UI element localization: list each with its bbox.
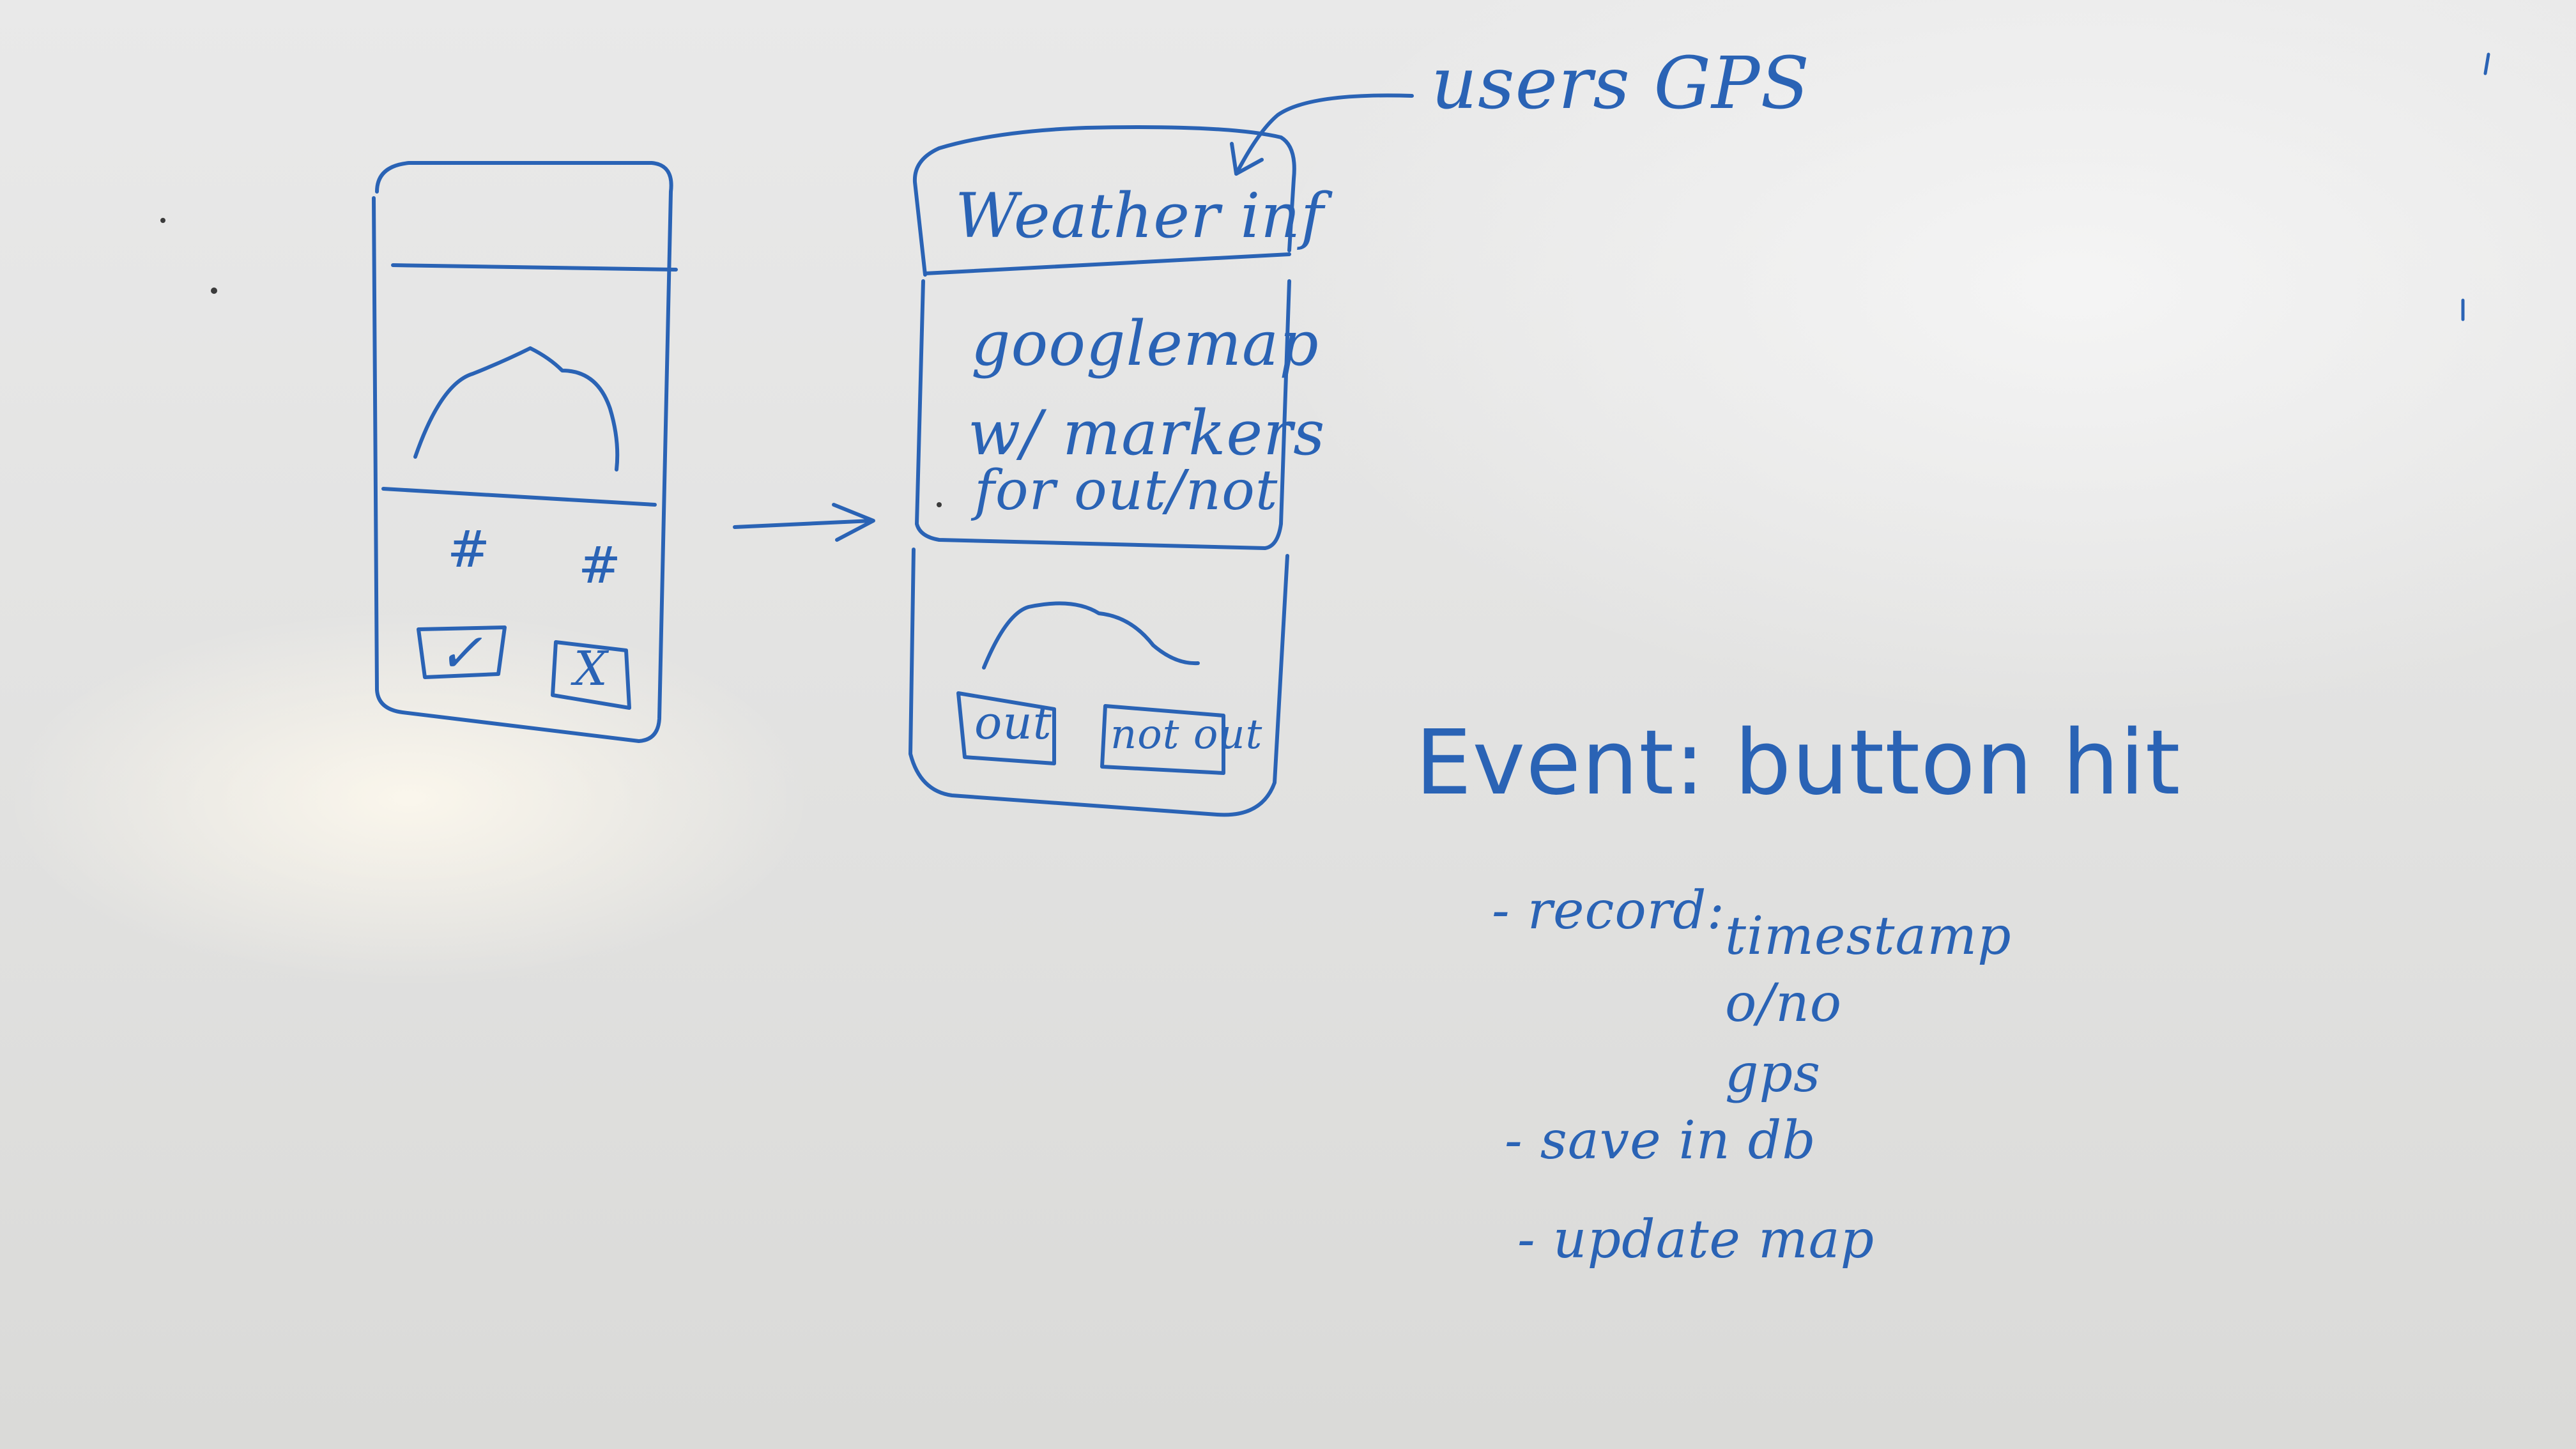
board-speck: [937, 502, 942, 507]
left-stat-number: #: [447, 519, 491, 579]
right-map-box: [915, 279, 1291, 550]
not-out-button-box: [1100, 704, 1225, 775]
board-speck: [211, 288, 217, 294]
edge-mark: [2483, 52, 2490, 75]
left-phone-chart-curve: [413, 346, 620, 471]
out-button-box: [956, 691, 1056, 765]
left-phone-outline: [372, 161, 673, 743]
right-chart-curve: [982, 601, 1200, 670]
right-bottom-box: [908, 548, 1289, 817]
flow-arrow: [733, 503, 875, 542]
record-field-out-no: o/no: [1725, 973, 1843, 1034]
x-button-box: [551, 640, 631, 710]
record-label: - record:: [1492, 880, 1726, 941]
board-speck: [160, 218, 165, 223]
check-button-mark: ✓: [438, 622, 484, 684]
step-update-map: - update map: [1517, 1209, 1875, 1270]
right-header-divider: [923, 252, 1291, 275]
event-title: Event: button hit: [1415, 711, 2181, 815]
map-label-line-3: for out/not: [974, 459, 1278, 523]
weather-info-header: Weather inf: [955, 180, 1324, 252]
map-label-line-1: googlemap: [971, 308, 1319, 379]
check-button-box: [417, 625, 507, 679]
record-field-gps: gps: [1725, 1043, 1821, 1104]
annotation-arrow: [1230, 93, 1414, 176]
x-button-mark: X: [574, 641, 608, 696]
right-header-box: [912, 125, 1296, 277]
record-field-timestamp: timestamp: [1725, 906, 2012, 967]
not-out-button-label: not out: [1110, 711, 1263, 758]
right-stat-number: #: [578, 535, 622, 595]
right-phone-sketch: [908, 125, 1296, 817]
map-label-line-2: w/ markers: [968, 397, 1326, 469]
step-save-in-db: - save in db: [1505, 1110, 1816, 1171]
users-gps-annotation: users GPS: [1431, 42, 1811, 125]
left-phone-header-divider: [391, 263, 678, 272]
left-phone-middle-divider: [381, 487, 657, 507]
out-button-label: out: [974, 696, 1052, 749]
left-phone-sketch: [372, 161, 678, 743]
